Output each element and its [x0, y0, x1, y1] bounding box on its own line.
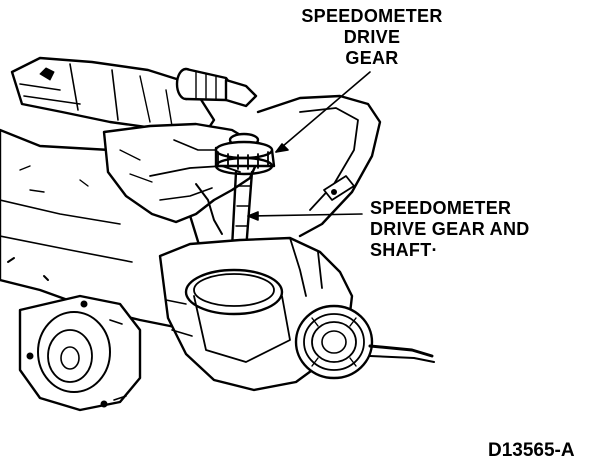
label-speedometer-drive-gear-and-shaft: SPEEDOMETER DRIVE GEAR AND SHAFT·: [370, 198, 530, 261]
leader-drive-gear-and-shaft-arrow: [247, 211, 259, 221]
label-line: SPEEDOMETER: [370, 198, 512, 218]
output-flange: [294, 304, 374, 380]
label-line: SHAFT·: [370, 240, 438, 260]
figure-id: D13565-A: [488, 440, 575, 461]
label-line: DRIVE GEAR AND: [370, 219, 530, 239]
upper-housing: [10, 56, 216, 134]
leader-drive-gear: [275, 71, 371, 153]
label-line: GEAR: [345, 48, 399, 68]
label-line: SPEEDOMETER: [301, 6, 443, 26]
leader-drive-gear-arrow: [275, 143, 289, 153]
output-shaft-cable: [368, 344, 435, 363]
leader-drive-gear-and-shaft: [247, 213, 363, 217]
leader-lines: [247, 71, 371, 221]
sensor-plug: [175, 67, 258, 108]
label-line: DRIVE: [343, 27, 401, 47]
pulley: [18, 294, 142, 412]
label-speedometer-drive-gear: SPEEDOMETER DRIVE GEAR: [280, 6, 464, 69]
bracket-arc: [256, 94, 382, 238]
